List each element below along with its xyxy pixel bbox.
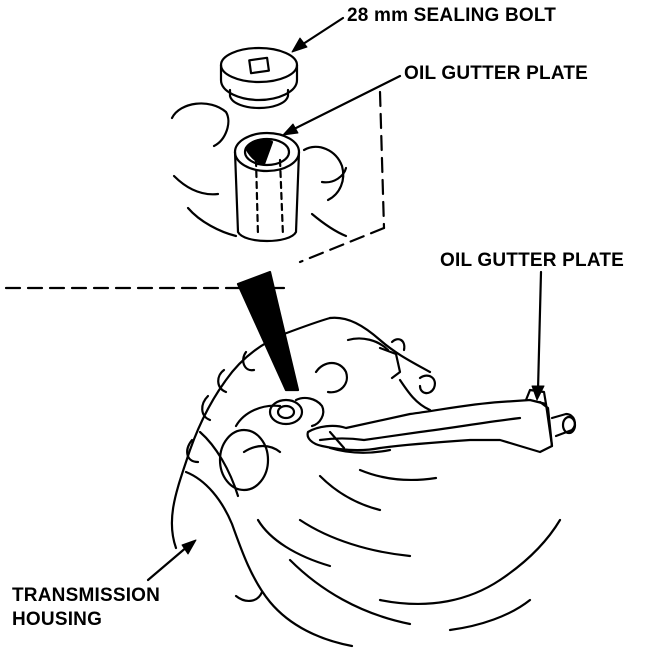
detail-inset (170, 46, 386, 264)
inset-frame-bottom (298, 226, 386, 264)
inset-frame-right (378, 90, 386, 230)
oil-gutter-plate (306, 388, 577, 454)
callout-wedge (236, 270, 300, 392)
sealing-bolt (219, 46, 299, 110)
leader-arrows (146, 16, 545, 582)
sealing-bolt-label: 28 mm SEALING BOLT (347, 5, 557, 26)
inset-housing-contour-5 (310, 212, 348, 238)
inset-housing-contour-4 (302, 145, 345, 202)
transmission-housing (170, 316, 562, 648)
inset-housing-contour-3 (186, 206, 238, 238)
inset-housing-contour-1 (170, 102, 230, 148)
bore-cylinder (233, 131, 301, 242)
oil-gutter-plate-label: OIL GUTTER PLATE (440, 250, 625, 271)
inset-housing-contour-6 (320, 166, 348, 184)
bolt-square-drive (248, 56, 270, 75)
transmission-housing-label-line1: TRANSMISSION (12, 585, 161, 606)
inset-housing-contour-2 (172, 174, 220, 196)
oil-gutter-plate-detail-label: OIL GUTTER PLATE (404, 63, 589, 84)
transmission-housing-label-line2: HOUSING (12, 609, 103, 630)
